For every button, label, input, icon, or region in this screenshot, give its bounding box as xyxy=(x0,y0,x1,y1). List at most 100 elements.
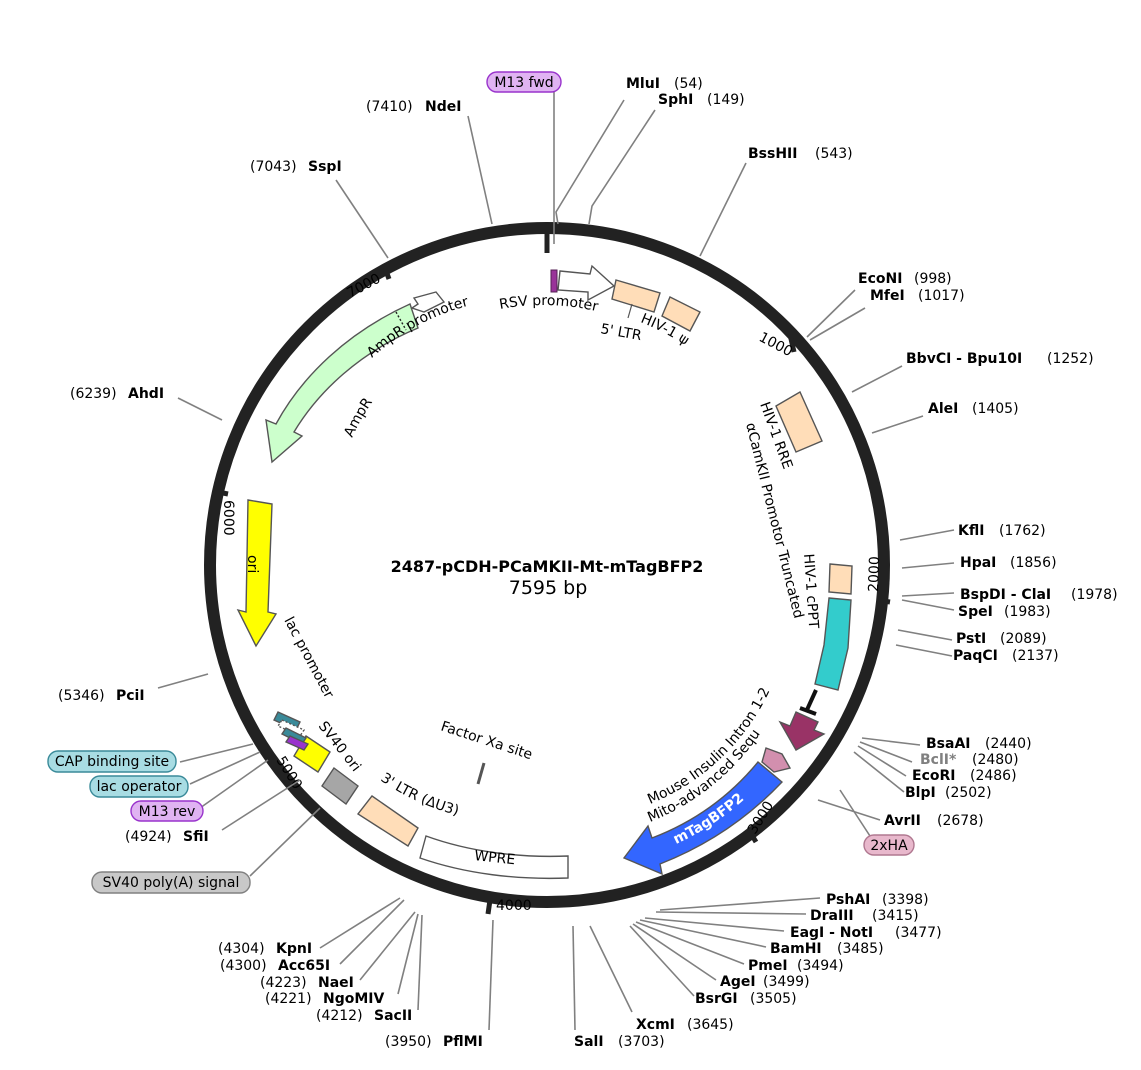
site-econi[interactable]: EcoNI(998) xyxy=(858,271,952,287)
site-draiii[interactable]: DraIII (3415) xyxy=(810,908,919,924)
svg-text:(7410): (7410) xyxy=(366,99,413,115)
site-sfii[interactable]: (4924) SfiI xyxy=(125,829,209,845)
pill-sv40-polya[interactable]: SV40 poly(A) signal xyxy=(91,871,251,894)
svg-text:XcmI: XcmI xyxy=(636,1017,675,1033)
feature-hiv-rre[interactable] xyxy=(775,391,823,453)
site-bamhi[interactable]: BamHI(3485) xyxy=(770,941,884,957)
pill-lac-operator[interactable]: lac operator xyxy=(89,775,189,798)
svg-text:SfiI: SfiI xyxy=(183,829,209,845)
svg-text:(2678): (2678) xyxy=(937,813,984,829)
feature-teal-segment[interactable] xyxy=(814,597,852,691)
svg-text:lac operator: lac operator xyxy=(97,779,182,795)
label-ampr: AmpR xyxy=(341,395,376,440)
feature-mito-advanced[interactable] xyxy=(761,747,792,773)
svg-text:(4304): (4304) xyxy=(218,941,265,957)
feature-hiv-cppt[interactable] xyxy=(828,563,853,595)
site-paqci[interactable]: PaqCI(2137) xyxy=(953,648,1059,664)
svg-text:AgeI: AgeI xyxy=(720,974,756,990)
svg-text:M13 rev: M13 rev xyxy=(139,804,196,820)
svg-text:PciI: PciI xyxy=(116,688,145,704)
feature-ampr-promoter[interactable] xyxy=(410,291,446,313)
svg-text:PstI: PstI xyxy=(956,631,986,647)
pill-m13-fwd[interactable]: M13 fwd xyxy=(486,71,562,93)
pill-m13-rev[interactable]: M13 rev xyxy=(130,800,204,822)
site-bsrgi[interactable]: BsrGI(3505) xyxy=(695,991,797,1007)
feature-rsv-promoter[interactable] xyxy=(550,264,616,302)
site-kfli[interactable]: KflI(1762) xyxy=(958,523,1046,539)
svg-text:AleI: AleI xyxy=(928,401,958,417)
svg-text:(543): (543) xyxy=(815,146,853,162)
site-ndei[interactable]: (7410)NdeI xyxy=(366,99,461,115)
site-sacii[interactable]: (4212)SacII xyxy=(316,1008,412,1024)
site-sali[interactable]: SalI(3703) xyxy=(574,1034,665,1050)
site-bcli[interactable]: BclI*(2480) xyxy=(920,752,1019,768)
site-pflmi[interactable]: (3950)PflMI xyxy=(385,1034,483,1050)
svg-text:(2137): (2137) xyxy=(1012,648,1059,664)
site-agei[interactable]: AgeI (3499) xyxy=(720,974,810,990)
svg-text:(3415): (3415) xyxy=(872,908,919,924)
site-bsshii[interactable]: BssHII(543) xyxy=(748,146,853,162)
site-bbvci[interactable]: BbvCI - Bpu10I(1252) xyxy=(906,351,1094,367)
site-xcmi[interactable]: XcmI(3645) xyxy=(636,1017,734,1033)
svg-text:(3485): (3485) xyxy=(837,941,884,957)
pill-cap-binding-site[interactable]: CAP binding site xyxy=(47,750,177,773)
site-alei[interactable]: AleI (1405) xyxy=(928,401,1019,417)
svg-text:(3499): (3499) xyxy=(763,974,810,990)
site-pcii[interactable]: (5346)PciI xyxy=(58,688,145,704)
label-5-ltr: 5' LTR xyxy=(599,321,643,344)
site-eagi[interactable]: EagI - NotI(3477) xyxy=(790,925,942,941)
backbone-circle xyxy=(204,222,890,908)
site-ahdi[interactable]: (6239)AhdI xyxy=(70,386,164,402)
label-wpre: WPRE xyxy=(474,848,516,868)
svg-text:SpeI: SpeI xyxy=(958,604,993,620)
feature-5-ltr[interactable] xyxy=(611,279,661,319)
site-ngomiv[interactable]: (4221)NgoMIV xyxy=(265,991,384,1007)
site-hpai[interactable]: HpaI(1856) xyxy=(960,555,1057,571)
svg-text:(3477): (3477) xyxy=(895,925,942,941)
svg-text:(1762): (1762) xyxy=(999,523,1046,539)
feature-hiv-psi[interactable] xyxy=(661,296,701,332)
site-kpni[interactable]: (4304) KpnI xyxy=(218,941,312,957)
pill-2xha[interactable]: 2xHA xyxy=(863,834,915,856)
site-sphi[interactable]: SphI(149) xyxy=(658,92,745,108)
site-pshai[interactable]: PshAI(3398) xyxy=(826,892,929,908)
site-bsaai[interactable]: BsaAI(2440) xyxy=(926,736,1032,752)
svg-text:(4924): (4924) xyxy=(125,829,172,845)
svg-text:KpnI: KpnI xyxy=(276,941,312,957)
svg-text:(7043): (7043) xyxy=(250,159,297,175)
site-ecori[interactable]: EcoRI(2486) xyxy=(912,768,1017,784)
svg-text:HpaI: HpaI xyxy=(960,555,996,571)
feature-3-ltr[interactable] xyxy=(356,795,419,847)
site-spei[interactable]: SpeI(1983) xyxy=(958,604,1051,620)
feature-wpre[interactable] xyxy=(419,835,569,880)
svg-text:NgoMIV: NgoMIV xyxy=(323,991,384,1007)
svg-text:(3494): (3494) xyxy=(797,958,844,974)
feature-sv40-ori[interactable] xyxy=(321,766,359,806)
feature-factor-xa[interactable] xyxy=(476,762,486,785)
svg-text:(1405): (1405) xyxy=(972,401,1019,417)
site-blpi[interactable]: BlpI(2502) xyxy=(905,785,992,801)
site-mlui[interactable]: MluI(54) xyxy=(626,76,703,92)
site-psti[interactable]: PstI(2089) xyxy=(956,631,1047,647)
svg-text:(2502): (2502) xyxy=(945,785,992,801)
feature-ampr[interactable] xyxy=(265,303,419,464)
site-avrii[interactable]: AvrII(2678) xyxy=(884,813,984,829)
svg-text:BspDI - ClaI: BspDI - ClaI xyxy=(960,587,1051,603)
svg-text:(149): (149) xyxy=(707,92,745,108)
label-lac-promoter: lac promoter xyxy=(280,614,336,701)
site-acc65i[interactable]: (4300)Acc65I xyxy=(220,958,330,974)
svg-text:DraIII: DraIII xyxy=(810,908,854,924)
svg-text:M13 fwd: M13 fwd xyxy=(494,75,553,91)
plasmid-title: 2487-pCDH-PCaMKII-Mt-mTagBFP2 xyxy=(391,557,704,576)
site-mfei[interactable]: MfeI(1017) xyxy=(870,288,965,304)
feature-lac-promoter[interactable] xyxy=(273,711,310,751)
site-bspdi[interactable]: BspDI - ClaI(1978) xyxy=(960,587,1118,603)
feature-mouse-insulin-intron[interactable] xyxy=(778,711,826,751)
site-naei[interactable]: (4223)NaeI xyxy=(260,975,354,991)
feature-mtagbfp2[interactable] xyxy=(622,761,784,876)
svg-text:PshAI: PshAI xyxy=(826,892,870,908)
site-sspi[interactable]: (7043)SspI xyxy=(250,159,342,175)
svg-text:BbvCI - Bpu10I: BbvCI - Bpu10I xyxy=(906,351,1022,367)
feature-ori[interactable] xyxy=(236,499,278,648)
site-pmei[interactable]: PmeI(3494) xyxy=(748,958,844,974)
